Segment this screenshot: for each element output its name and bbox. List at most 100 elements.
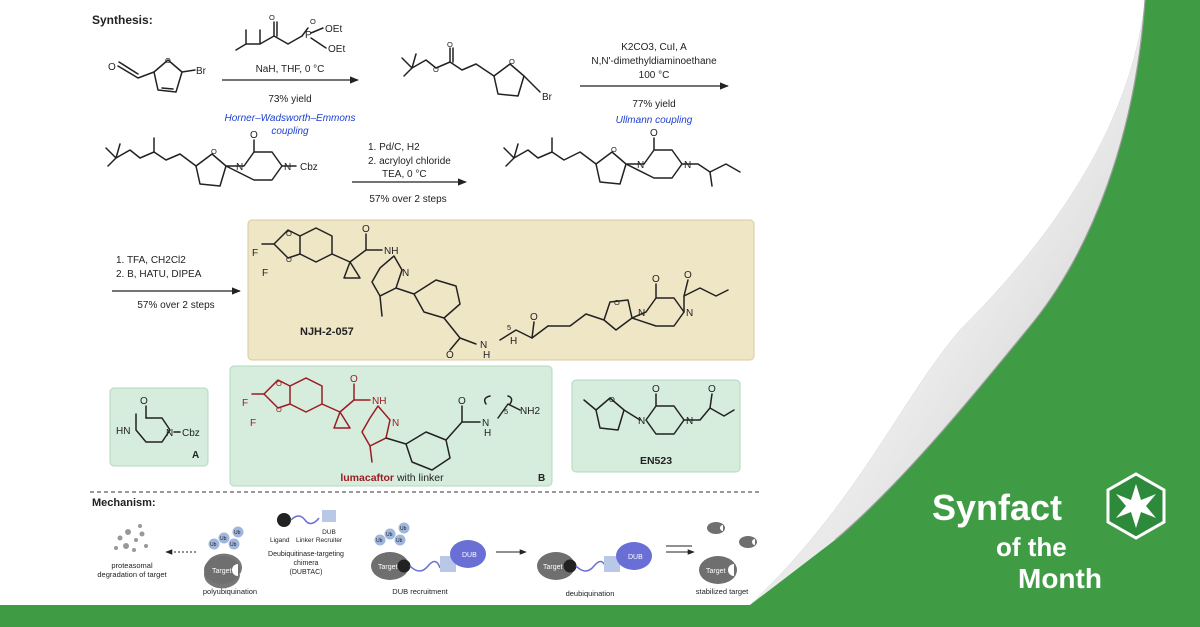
step3-yield: 57% over 2 steps: [369, 194, 446, 205]
svg-text:N: N: [686, 416, 693, 427]
svg-text:O: O: [286, 229, 292, 238]
step1-conditions: NaH, THF, 0 °C: [256, 64, 325, 75]
deubiquination-complex: Target DUB: [537, 542, 652, 580]
svg-text:O: O: [509, 57, 515, 66]
svg-text:chimera: chimera: [294, 560, 319, 567]
svg-text:O: O: [650, 128, 658, 139]
step3-line-3: TEA, 0 °C: [382, 169, 427, 180]
svg-text:Ub: Ub: [234, 530, 241, 536]
brand-line-3: Month: [1018, 563, 1102, 594]
hwe-reagent: O P O OEt OEt: [235, 13, 345, 55]
svg-text:O: O: [609, 395, 615, 404]
reagent-a-label: A: [192, 450, 199, 461]
svg-text:O: O: [611, 145, 617, 154]
svg-text:O: O: [165, 56, 171, 65]
en523-panel: [571, 379, 741, 473]
svg-text:Ub: Ub: [386, 532, 393, 538]
product-panel: [247, 219, 755, 361]
reagent-b-panel: [229, 365, 553, 487]
svg-text:Target: Target: [706, 568, 726, 575]
svg-text:OEt: OEt: [328, 44, 345, 55]
mechanism-heading: Mechanism:: [92, 497, 156, 509]
brand-line-2: of the: [996, 532, 1067, 562]
proteasomal-1: proteasomal: [111, 561, 153, 570]
svg-text:Ub: Ub: [376, 538, 383, 544]
step2-yield: 77% yield: [632, 99, 675, 110]
step2-cond-3: 100 °C: [639, 70, 670, 81]
svg-text:O: O: [286, 255, 292, 264]
svg-text:N: N: [637, 160, 644, 171]
svg-text:F: F: [242, 398, 248, 409]
step2-name: Ullmann coupling: [616, 115, 693, 126]
page-curl-shadow: [834, 0, 1146, 541]
svg-text:Ub: Ub: [220, 536, 227, 542]
stabilized-target: Target: [699, 522, 757, 584]
svg-text:Ligand: Ligand: [270, 537, 290, 544]
svg-text:O: O: [530, 312, 538, 323]
svg-text:N: N: [284, 162, 291, 173]
polyubiquinated-target: Ub Ub Ub Ub Target: [204, 526, 244, 589]
step4-yield: 57% over 2 steps: [137, 300, 214, 311]
reagent-b-structure: O O F F O NH N: [242, 374, 399, 463]
step3-line-2: 2. acryloyl chloride: [368, 156, 451, 167]
step4-line-1: 1. TFA, CH2Cl2: [116, 255, 186, 266]
reagent-a-structure: O HN N Cbz: [116, 396, 200, 443]
product-name: NJH-2-057: [300, 326, 354, 338]
intermediate-3: O N O N: [503, 128, 741, 187]
svg-text:F: F: [250, 418, 256, 429]
svg-text:Ub: Ub: [230, 542, 237, 548]
svg-text:O: O: [446, 350, 454, 361]
svg-text:Ub: Ub: [210, 542, 217, 548]
svg-text:N: N: [684, 160, 691, 171]
deubiquination-label: deubiquination: [566, 589, 615, 598]
polyubiquination-label: polyubiquination: [203, 587, 257, 596]
svg-text:Cbz: Cbz: [182, 428, 200, 439]
svg-text:O: O: [362, 224, 370, 235]
svg-text:NH: NH: [384, 246, 398, 257]
svg-text:O: O: [276, 405, 282, 414]
dub-recruitment-label: DUB recruitment: [392, 587, 448, 596]
svg-text:Recruiter: Recruiter: [316, 537, 343, 544]
svg-text:O: O: [140, 396, 148, 407]
starting-material: O O Br: [108, 56, 207, 93]
reagent-b-linker: O N H 5 NH2: [385, 395, 540, 471]
svg-text:O: O: [276, 379, 282, 388]
svg-text:O: O: [350, 374, 358, 385]
svg-text:Cbz: Cbz: [300, 162, 318, 173]
step3-line-1: 1. Pd/C, H2: [368, 142, 420, 153]
intermediate-1: O O O Br: [401, 40, 553, 103]
svg-text:Target: Target: [378, 564, 398, 571]
step1-yield: 73% yield: [268, 94, 311, 105]
svg-text:O: O: [108, 62, 116, 73]
svg-text:O: O: [684, 270, 692, 281]
svg-text:O: O: [652, 384, 660, 395]
svg-text:N: N: [392, 418, 399, 429]
degraded-fragments: [114, 524, 148, 552]
svg-text:F: F: [262, 268, 268, 279]
svg-text:5: 5: [504, 407, 508, 416]
svg-text:H: H: [483, 350, 490, 361]
step2-cond-2: N,N'-dimethyldiaminoethane: [591, 56, 717, 67]
svg-text:NH: NH: [372, 396, 386, 407]
en523-label: EN523: [640, 455, 672, 467]
svg-text:O: O: [447, 40, 453, 49]
svg-text:Target: Target: [543, 564, 563, 571]
svg-text:N: N: [402, 268, 409, 279]
svg-text:DUB: DUB: [628, 554, 643, 561]
dubtac-legend: Ligand Linker DUB Recruiter Deubiquitina…: [268, 510, 344, 576]
stabilized-label: stabilized target: [696, 587, 749, 596]
step4-line-2: 2. B, HATU, DIPEA: [116, 269, 202, 280]
svg-text:O: O: [310, 17, 316, 26]
step1-name-2: coupling: [271, 126, 309, 137]
svg-text:NH2: NH2: [520, 406, 540, 417]
step1-name-1: Horner–Wadsworth–Emmons: [225, 113, 356, 124]
svg-text:Ub: Ub: [400, 526, 407, 532]
svg-text:H: H: [510, 336, 517, 347]
svg-text:DUB: DUB: [322, 529, 336, 536]
svg-text:Ub: Ub: [396, 538, 403, 544]
svg-text:O: O: [250, 130, 258, 141]
svg-text:O: O: [211, 147, 217, 156]
svg-text:O: O: [458, 396, 466, 407]
svg-text:Deubiquitinase-targeting: Deubiquitinase-targeting: [268, 551, 344, 558]
